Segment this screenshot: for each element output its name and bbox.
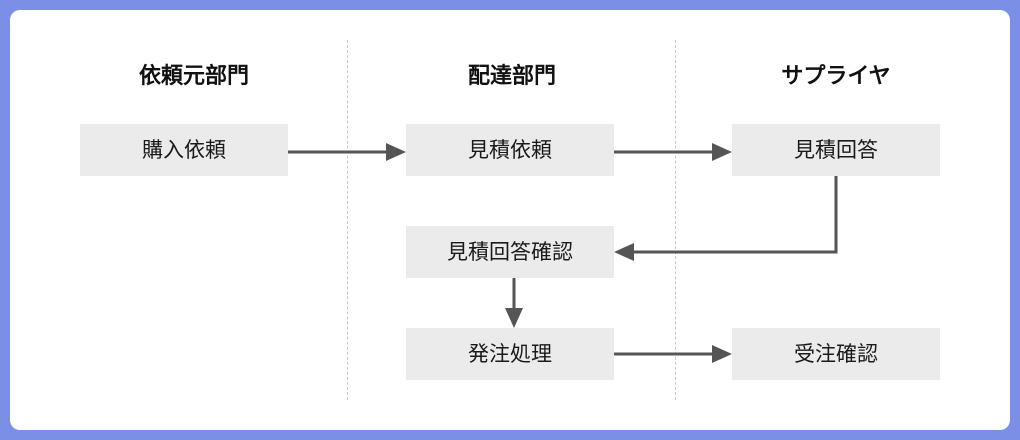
lane-divider-2 bbox=[675, 40, 676, 400]
arrow-answer-to-confirm bbox=[632, 176, 838, 254]
lane-header-requester: 依頼元部門 bbox=[138, 64, 249, 89]
arrowhead-purchase-to-quote-request bbox=[386, 143, 406, 161]
step-purchase-request[interactable]: 購入依頼 bbox=[80, 124, 288, 176]
arrowhead-order-to-receipt bbox=[712, 345, 732, 363]
flow-diagram: 依頼元部門 配達部門 サプライヤ 購入依頼 bbox=[10, 10, 1010, 430]
lane-divider-1 bbox=[347, 40, 348, 400]
step-quote-answer-confirm[interactable]: 見積回答確認 bbox=[406, 226, 614, 278]
step-order-processing[interactable]: 発注処理 bbox=[406, 328, 614, 380]
step-quote-answer[interactable]: 見積回答 bbox=[732, 124, 940, 176]
arrowhead-confirm-to-order bbox=[505, 308, 523, 328]
lane-header-supplier: サプライヤ bbox=[781, 64, 891, 89]
step-order-confirm[interactable]: 受注確認 bbox=[732, 328, 940, 380]
arrowhead-quote-request-to-answer bbox=[712, 143, 732, 161]
step-quote-request[interactable]: 見積依頼 bbox=[406, 124, 614, 176]
arrowhead-answer-to-confirm bbox=[614, 243, 634, 261]
lane-header-delivery: 配達部門 bbox=[467, 64, 556, 89]
